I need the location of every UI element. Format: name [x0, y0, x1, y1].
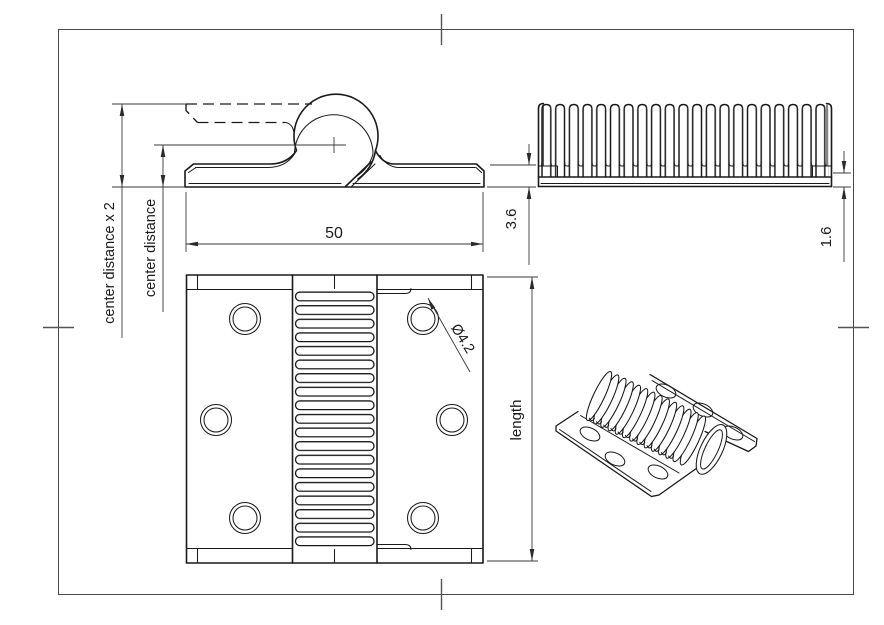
iso-near-holes	[579, 426, 669, 480]
plan-view	[185, 274, 484, 564]
iso-near-leaf	[555, 410, 714, 498]
iso-near-leaf-inner	[559, 429, 652, 492]
profile-inner-top	[194, 114, 374, 169]
iso-pin-cap	[695, 424, 728, 475]
hole-diameter-label: Ø4.2	[447, 321, 477, 356]
dim-thickness-36: 3.6	[487, 144, 536, 265]
width-label: 50	[325, 225, 343, 242]
base-thickness-label: 1.6	[818, 227, 835, 248]
profile-inner-hump	[379, 154, 476, 169]
leaf-end-edge-outer	[344, 161, 372, 188]
dim-center-distance-x2: center distance x 2	[102, 103, 186, 338]
front-right-edge	[825, 102, 833, 188]
iso-knuckle-ribs	[585, 370, 707, 466]
center-distance-x2-label: center distance x 2	[102, 202, 118, 324]
knuckle-centerline	[154, 137, 346, 153]
profile-view	[154, 93, 485, 188]
center-distance-label: center distance	[143, 199, 159, 297]
plan-corner-tabs	[196, 274, 473, 564]
front-view	[537, 102, 833, 188]
front-end-blocks	[537, 165, 833, 178]
plan-bands	[185, 288, 484, 550]
iso-rib-feet	[588, 417, 675, 459]
length-label: length	[508, 400, 525, 441]
dim-center-distance: center distance	[143, 145, 166, 312]
iso-far-leaf	[649, 373, 758, 453]
dashed-open-leaf	[185, 103, 312, 133]
dim-width-50: 50	[185, 192, 484, 252]
plan-ribs	[292, 290, 377, 549]
front-left-edge	[537, 102, 545, 188]
plan-holes	[199, 302, 469, 535]
iso-far-holes	[655, 383, 744, 441]
iso-near-fold-line	[580, 415, 680, 474]
iso-far-leaf-inner	[651, 380, 755, 442]
knuckle-lower-right-outer	[357, 149, 377, 180]
drawing-frame	[43, 14, 869, 610]
dim-base-16: 1.6	[818, 151, 851, 262]
dim-length: length	[487, 276, 538, 562]
plan-wrap-hooks	[376, 287, 412, 551]
isometric-view	[555, 370, 758, 498]
leaf-end-edge-inner	[350, 163, 376, 188]
thickness-label: 3.6	[503, 209, 520, 230]
comb-teeth	[541, 103, 829, 187]
profile-chamfers	[187, 166, 483, 174]
profile-outline	[184, 93, 485, 188]
